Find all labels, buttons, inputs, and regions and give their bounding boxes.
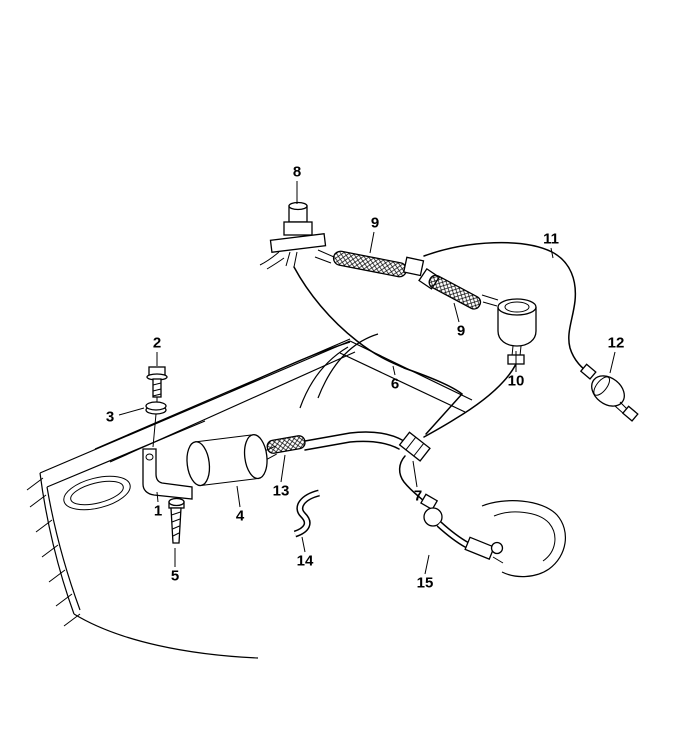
part-label-10: 10 (508, 373, 525, 390)
line-connector-part7 (398, 431, 431, 462)
leader-line-14 (301, 536, 306, 553)
tapping-screw-part5 (168, 497, 185, 544)
part-label-11: 11 (543, 231, 559, 248)
leader-line-3 (118, 407, 145, 416)
part-label-9a: 9 (371, 215, 379, 232)
braided-hose-part9-upper (332, 250, 408, 278)
leader-line-11 (550, 247, 554, 259)
leader-line-12 (609, 351, 616, 374)
part-label-9b: 9 (457, 323, 465, 340)
check-valve-part12 (579, 363, 639, 422)
solenoid-valve-part8 (259, 201, 335, 270)
leader-line-6 (392, 365, 396, 376)
leader-line-7 (412, 460, 418, 488)
braided-hose-part9-lower (428, 274, 482, 310)
body-panel-right (481, 500, 566, 578)
panel-oval-hole (63, 475, 131, 511)
part-label-1: 1 (154, 503, 162, 520)
part-label-5: 5 (171, 568, 179, 585)
part-label-6: 6 (391, 376, 399, 393)
leader-line-15 (424, 554, 430, 575)
part-label-13: 13 (273, 483, 290, 500)
part-label-3: 3 (106, 409, 114, 426)
part-label-12: 12 (608, 335, 625, 352)
vacuum-lines (293, 241, 592, 504)
car-body-panel (26, 333, 473, 659)
vacuum-line-11 (423, 241, 592, 376)
mounting-bracket-part1 (142, 448, 193, 500)
vacuum-hose-part14 (293, 489, 321, 538)
part-label-8: 8 (293, 164, 301, 181)
vacuum-connector-part15 (420, 493, 504, 564)
part-label-2: 2 (153, 335, 161, 352)
feed-line-lower (304, 440, 400, 451)
leader-lines (118, 181, 616, 575)
vacuum-line-6b (398, 455, 427, 504)
bolt-part2 (146, 366, 168, 398)
leader-line-13 (280, 454, 286, 483)
panel-hatching (26, 477, 81, 627)
vacuum-line-filter-down (423, 363, 517, 438)
assembly-axis (152, 397, 158, 448)
part-label-7: 7 (414, 488, 422, 505)
leader-line-9a (369, 231, 375, 254)
part-label-15: 15 (417, 575, 434, 592)
leader-line-1 (156, 491, 159, 503)
part-label-4: 4 (236, 508, 245, 525)
vacuum-line-6 (293, 266, 464, 435)
callout-labels: 8 9 11 9 2 10 12 3 6 1 4 13 5 14 7 15 (106, 164, 625, 592)
braided-hose-part13 (266, 435, 306, 454)
leader-line-9b (453, 302, 460, 323)
leader-line-4 (236, 485, 241, 508)
part-label-14: 14 (297, 553, 314, 570)
vacuum-reservoir-part4 (186, 434, 277, 487)
washer-part3 (145, 401, 167, 415)
feed-line-upper (304, 431, 405, 442)
fuel-damper-part10 (481, 294, 537, 365)
